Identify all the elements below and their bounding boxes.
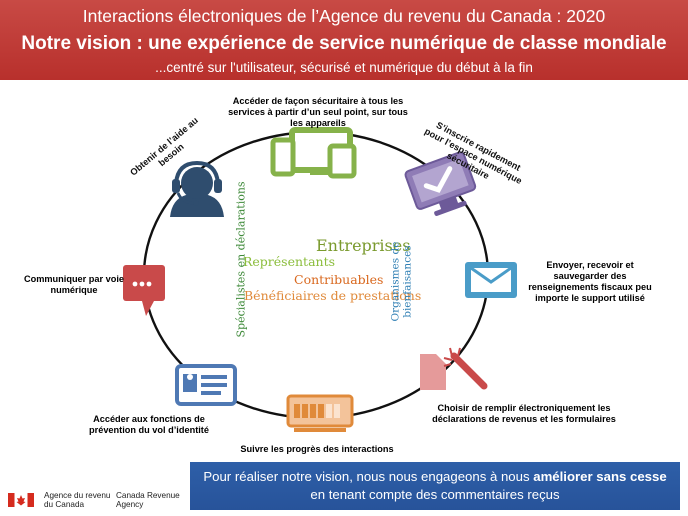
group-entreprises: Entreprises <box>316 236 411 255</box>
commitment-banner: Pour réaliser notre vision, nous nous en… <box>190 462 680 510</box>
group-contribuables: Contribuables <box>294 272 384 287</box>
devices-icon <box>270 127 357 179</box>
group-beneficiaires: Bénéficiaires de prestations <box>244 288 422 303</box>
chat-bubble-icon <box>123 265 165 316</box>
group-organismes: Organismes de bienfaisances <box>389 241 413 322</box>
label-communicate: Communiquer par voie numérique <box>23 274 125 296</box>
vision-subtitle: Notre vision : une expérience de service… <box>21 33 667 54</box>
service-cycle-diagram: Accéder de façon sécuritaire à tous les … <box>0 80 688 460</box>
identity-card-icon <box>175 364 237 406</box>
agency-name-en: Canada Revenue Agency <box>116 491 180 510</box>
registration-monitor-icon <box>404 151 477 216</box>
page-title: Interactions électroniques de l’Agence d… <box>82 6 606 26</box>
canada-flag-icon <box>8 493 34 507</box>
label-identity-theft: Accéder aux fonctions de prévention du v… <box>89 414 209 436</box>
commitment-line-1: Pour réaliser notre vision, nous nous en… <box>203 469 667 485</box>
headset-agent-icon <box>170 160 224 217</box>
agency-name-fr: Agence du revenu du Canada <box>44 491 111 510</box>
label-send-receive: Envoyer, recevoir et sauvegarder des ren… <box>528 260 652 304</box>
label-file-electronically: Choisir de remplir électroniquement les … <box>432 403 616 425</box>
group-specialistes: Spécialistes en déclarations <box>234 181 248 338</box>
envelope-icon <box>465 262 517 298</box>
electronic-filing-icon <box>420 347 488 390</box>
label-secure-access: Accéder de façon sécuritaire à tous les … <box>228 96 408 129</box>
progress-bar-icon <box>286 394 354 432</box>
government-signature: Agence du revenu du Canada Canada Revenu… <box>8 490 188 514</box>
commitment-line-2: en tenant compte des commentaires reçus <box>310 487 560 502</box>
label-track-progress: Suivre les progrès des interactions <box>240 444 394 454</box>
group-representants: Représentants <box>243 254 336 269</box>
vision-tagline: ...centré sur l'utilisateur, sécurisé et… <box>155 60 533 75</box>
header-banner: Interactions électroniques de l’Agence d… <box>0 0 688 80</box>
